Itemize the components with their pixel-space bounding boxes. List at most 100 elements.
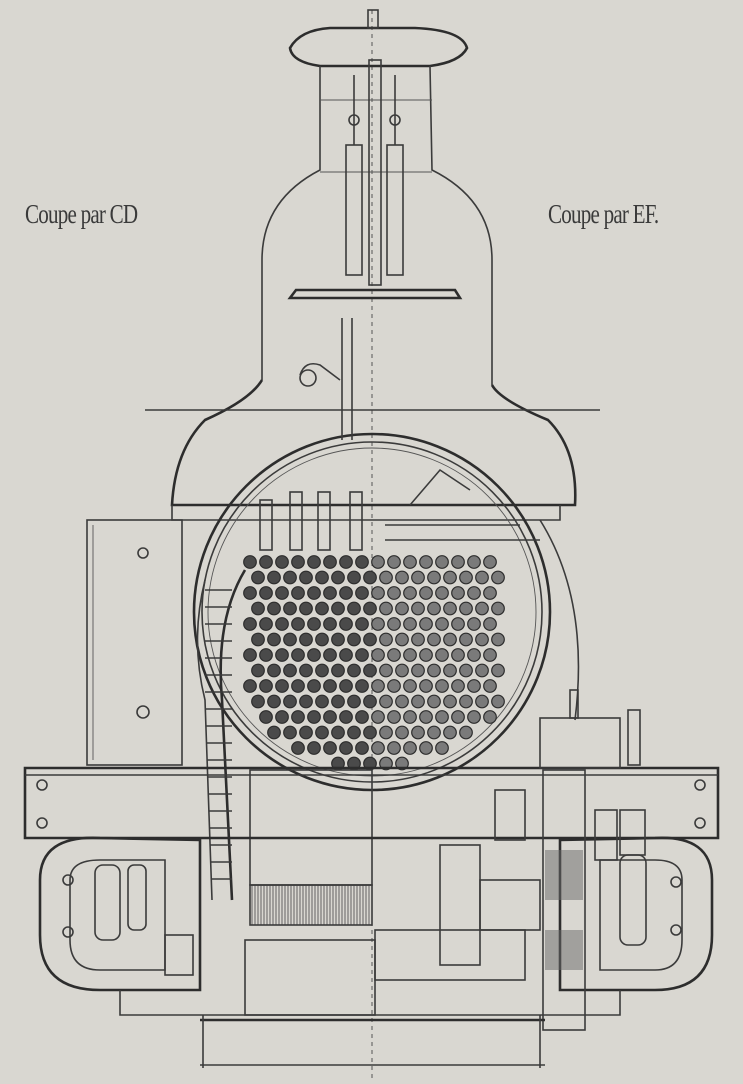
fire-tube bbox=[291, 648, 305, 662]
fire-tube bbox=[491, 663, 505, 678]
fire-tube bbox=[275, 617, 289, 631]
firebox-lower bbox=[249, 769, 373, 926]
fire-tube bbox=[291, 679, 305, 693]
fire-tube bbox=[355, 710, 369, 724]
fire-tube bbox=[267, 663, 281, 678]
fire-tube bbox=[379, 570, 393, 585]
fire-tube bbox=[267, 632, 281, 647]
fire-tube bbox=[395, 663, 409, 678]
fire-tube bbox=[315, 570, 329, 585]
fire-tube bbox=[395, 632, 409, 647]
fire-tube bbox=[363, 694, 377, 709]
steam-dome bbox=[261, 9, 493, 385]
fire-tube bbox=[467, 679, 481, 693]
fire-tube bbox=[411, 601, 425, 616]
fire-tube bbox=[299, 570, 313, 585]
fire-tube bbox=[363, 663, 377, 678]
fire-tube bbox=[323, 617, 337, 631]
fire-tube bbox=[315, 725, 329, 740]
fire-tube bbox=[323, 710, 337, 724]
fire-tube bbox=[243, 648, 257, 662]
fire-tube bbox=[307, 617, 321, 631]
fire-tube bbox=[307, 555, 321, 569]
fire-tube bbox=[307, 586, 321, 600]
fire-tube bbox=[299, 694, 313, 709]
fire-tube bbox=[243, 679, 257, 693]
fire-tube bbox=[387, 710, 401, 724]
fire-tube bbox=[275, 679, 289, 693]
fire-tube bbox=[491, 601, 505, 616]
section-label-cd: Coupe par CD bbox=[25, 199, 138, 229]
firebox-casing bbox=[145, 379, 600, 721]
fire-tube bbox=[291, 741, 305, 755]
fire-tube bbox=[475, 570, 489, 585]
fire-tube bbox=[331, 570, 345, 585]
main-frame bbox=[23, 766, 720, 840]
fire-tube bbox=[395, 570, 409, 585]
fire-tube bbox=[363, 570, 377, 585]
side-tank bbox=[86, 519, 183, 766]
fire-tube bbox=[275, 586, 289, 600]
fire-tube bbox=[483, 710, 497, 724]
fire-tube bbox=[491, 570, 505, 585]
fire-tube bbox=[379, 725, 393, 740]
fire-tube bbox=[267, 570, 281, 585]
fire-tube bbox=[387, 617, 401, 631]
safety-valves bbox=[345, 59, 404, 286]
fire-tube bbox=[371, 741, 385, 755]
fire-tube bbox=[419, 741, 433, 755]
fire-tube bbox=[427, 694, 441, 709]
fire-tube bbox=[467, 617, 481, 631]
fire-tube bbox=[419, 617, 433, 631]
fire-tube bbox=[451, 586, 465, 600]
fire-tube bbox=[443, 570, 457, 585]
fire-tube bbox=[363, 632, 377, 647]
fire-tube bbox=[483, 555, 497, 569]
fire-tube bbox=[315, 632, 329, 647]
fire-tube bbox=[411, 725, 425, 740]
firebox-stays bbox=[196, 569, 247, 901]
fire-tube bbox=[339, 648, 353, 662]
fire-tube bbox=[443, 694, 457, 709]
fire-tube bbox=[411, 663, 425, 678]
fire-tube bbox=[435, 555, 449, 569]
fire-tube bbox=[259, 555, 273, 569]
fire-tube bbox=[347, 601, 361, 616]
fire-tube bbox=[347, 725, 361, 740]
fire-tube bbox=[403, 710, 417, 724]
fire-tube bbox=[371, 648, 385, 662]
fire-tube bbox=[435, 710, 449, 724]
fire-tube bbox=[259, 617, 273, 631]
fire-tube bbox=[259, 679, 273, 693]
fire-tube bbox=[451, 617, 465, 631]
fire-tube bbox=[315, 694, 329, 709]
fire-tube bbox=[387, 586, 401, 600]
fire-tube bbox=[315, 601, 329, 616]
fire-tube bbox=[467, 586, 481, 600]
fire-tube bbox=[355, 555, 369, 569]
fire-tube bbox=[435, 586, 449, 600]
fire-tube bbox=[331, 725, 345, 740]
fire-tube bbox=[475, 632, 489, 647]
fire-tube bbox=[371, 617, 385, 631]
fire-tube bbox=[243, 617, 257, 631]
fire-tube bbox=[387, 555, 401, 569]
fire-tube bbox=[259, 710, 273, 724]
fire-tube bbox=[347, 632, 361, 647]
fire-tube bbox=[387, 679, 401, 693]
fire-tube bbox=[243, 586, 257, 600]
fire-tube bbox=[307, 648, 321, 662]
fire-tube bbox=[451, 710, 465, 724]
fire-tube bbox=[435, 648, 449, 662]
fire-tube bbox=[395, 694, 409, 709]
fire-tube bbox=[483, 617, 497, 631]
fire-tube bbox=[259, 586, 273, 600]
fire-tube bbox=[435, 617, 449, 631]
fire-tube bbox=[339, 710, 353, 724]
fire-tube bbox=[483, 586, 497, 600]
fire-tube bbox=[347, 570, 361, 585]
fire-tube bbox=[259, 648, 273, 662]
fire-tube bbox=[339, 586, 353, 600]
fire-tube bbox=[427, 601, 441, 616]
